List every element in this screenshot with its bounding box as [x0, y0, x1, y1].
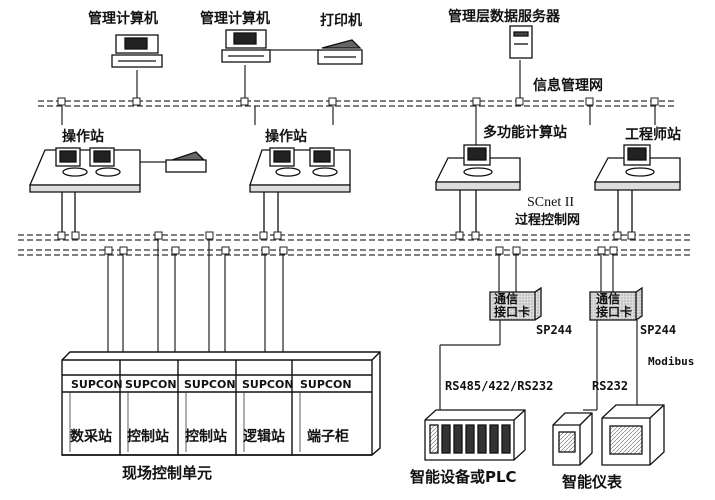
op-station-printer: [165, 151, 207, 173]
sp244-label-2: SP244: [640, 323, 677, 337]
mgmt-computer-2-label: 管理计算机: [200, 11, 270, 27]
cabinet-detail: [69, 392, 301, 452]
info-network-label: 信息管理网: [533, 78, 603, 94]
cabinet-drops: [107, 239, 614, 352]
cabinet-group: [61, 351, 381, 456]
cabinet-unit-2: 控制站: [127, 429, 169, 445]
sp244-label-1: SP244: [536, 323, 573, 337]
comm-card-2-label: 通信 接口卡: [596, 292, 633, 319]
comm-card-2: [589, 286, 643, 321]
plc-device: [424, 409, 526, 461]
op-station-desk-1: [29, 147, 141, 235]
cabinet-brand-3: SUPCON: [184, 378, 236, 391]
printer-label: 打印机: [320, 13, 362, 29]
multi-func-desk: [434, 144, 521, 235]
mgmt-computer-2: [221, 29, 271, 63]
op-station-desk-2: [249, 147, 351, 235]
top-connectors: [61, 49, 656, 163]
cabinet-brand-1: SUPCON: [71, 378, 123, 391]
cabinet-unit-4: 逻辑站: [243, 429, 285, 445]
cabinet-unit-1: 数采站: [70, 429, 112, 445]
info-network-bus: [38, 100, 675, 107]
cabinet-unit-5: 端子柜: [307, 429, 349, 445]
cabinet-brand-5: SUPCON: [300, 378, 352, 391]
field-unit-label: 现场控制单元: [122, 464, 213, 482]
meter-device-2: [601, 404, 665, 466]
cabinet-brand-2: SUPCON: [125, 378, 177, 391]
engineer-desk: [593, 144, 681, 235]
mgmt-computer-1-label: 管理计算机: [88, 11, 158, 27]
data-server-device: [509, 25, 533, 59]
scnet-label: SCnet II: [527, 195, 575, 210]
modibus-label: Modibus: [648, 355, 695, 368]
meters-label: 智能仪表: [562, 473, 623, 491]
process-network-label: 过程控制网: [515, 213, 581, 228]
cabinet-brand-4: SUPCON: [242, 378, 294, 391]
meter-device-1: [552, 412, 593, 466]
rs232-label: RS232: [592, 379, 629, 393]
plc-label: 智能设备或PLC: [410, 468, 517, 486]
cabinet-unit-3: 控制站: [185, 429, 227, 445]
comm-card-1: [489, 286, 542, 321]
op-station-1-label: 操作站: [62, 129, 104, 145]
process-network-bus: [18, 234, 690, 256]
multi-func-label: 多功能计算站: [483, 125, 567, 141]
data-server-label: 管理层数据服务器: [448, 9, 560, 25]
comm-card-1-label: 通信 接口卡: [494, 292, 531, 319]
engineer-label: 工程师站: [625, 127, 681, 143]
mgmt-computer-1: [111, 34, 163, 68]
rs485-label: RS485/422/RS232: [445, 379, 554, 393]
serial-links: [439, 320, 638, 420]
op-station-2-label: 操作站: [265, 129, 307, 145]
printer-device: [317, 39, 363, 65]
info-bus-nodes: [57, 97, 659, 106]
